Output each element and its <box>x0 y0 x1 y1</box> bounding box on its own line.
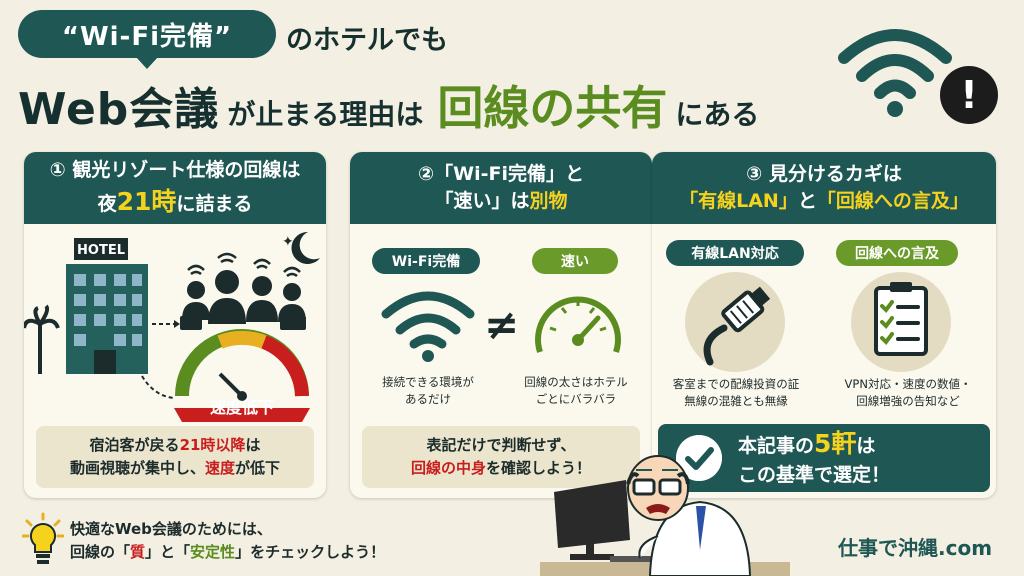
card3-title-line2: 「有線LAN」と「回線への言及」 <box>652 188 996 215</box>
t2a: 夜 <box>97 192 117 215</box>
selection-text: 本記事の5軒は この基準で選定！ <box>738 426 890 490</box>
t2b-21ji: 21時 <box>116 186 177 216</box>
speedometer-icon <box>535 296 621 353</box>
badge-wifi: Wi-Fi完備 <box>372 248 480 274</box>
headline-suffix: にある <box>675 98 760 131</box>
cap1a: 接続できる環境が <box>382 375 474 389</box>
l2c: 」と「 <box>145 543 191 562</box>
check-icon <box>676 435 722 481</box>
not-equal-sign: ≠ <box>484 300 520 349</box>
cap1a: 客室までの配線投資の証 <box>672 377 800 391</box>
card-wifi-vs-fast: ②「Wi-Fi完備」と 「速い」は別物 Wi-Fi完備 速い ≠ 接続できる環境… <box>350 152 652 498</box>
card2-note-line2: 回線の中身を確認しよう！ <box>362 457 640 480</box>
badge-fast: 速い <box>532 248 618 274</box>
card-resort-line: ① 観光リゾート仕様の回線は 夜21時に詰まる HOTEL ✦ <box>24 152 326 498</box>
headline-reason: が止まる理由は <box>227 98 424 131</box>
n2c: が低下 <box>235 459 281 477</box>
card3-title-line1: ③ 見分けるカギは <box>746 163 902 186</box>
box1b-5ken: 5軒 <box>814 429 857 459</box>
card2-note-line1: 表記だけで判断せず、 <box>426 435 576 454</box>
brand-logo-text: 仕事で沖縄.com <box>838 536 993 560</box>
card1-note: 宿泊客が戻る21時以降は 動画視聴が集中し、速度が低下 <box>36 426 314 488</box>
guests-icon <box>180 270 306 330</box>
headline: Web会議 が止まる理由は 回線の共有 にある <box>18 72 767 135</box>
l2a: 回線の「 <box>70 543 131 562</box>
cap1b: 無線の混雑とも無縁 <box>684 394 788 409</box>
card1-title-line1: ① 観光リゾート仕様の回線は <box>49 159 301 182</box>
palm-tree-icon <box>24 304 60 374</box>
cap1b: あるだけ <box>405 392 451 407</box>
light-bulb-icon <box>22 512 64 564</box>
card1-header: ① 観光リゾート仕様の回線は 夜21時に詰まる <box>24 152 326 224</box>
lan-cable-icon <box>685 272 785 372</box>
moon-icon <box>291 231 320 264</box>
wifi-small-icons <box>187 252 301 278</box>
star-icon: ✦ <box>282 234 294 250</box>
card3-header: ③ 見分けるカギは 「有線LAN」と「回線への言及」 <box>652 152 996 224</box>
cap2b: ごとにバラバラ <box>535 392 617 407</box>
pill-text: “Wi-Fi完備” <box>61 21 233 52</box>
frustrated-worker-illustration <box>540 455 790 576</box>
n2a: 動画視聴が集中し、 <box>69 459 205 477</box>
n2b: を確認しよう！ <box>486 459 592 477</box>
t2b: と <box>797 190 817 212</box>
subtitle: のホテルでも <box>286 25 448 56</box>
t2b-betsumono: 別物 <box>529 190 568 212</box>
speed-gauge-icon <box>175 329 309 401</box>
card2-header: ②「Wi-Fi完備」と 「速い」は別物 <box>350 152 652 224</box>
footer-message: 快適なWeb会議のためには、 回線の「質」と「安定性」をチェックしよう！ <box>70 518 385 565</box>
speed-down-label: 速度低下 <box>209 398 274 417</box>
speed-ribbon <box>174 408 310 422</box>
hotel-illustration: HOTEL ✦ <box>24 231 320 422</box>
selection-line2: この基準で選定！ <box>738 464 891 487</box>
checklist-icon <box>851 272 951 372</box>
caption-wifi: 接続できる環境があるだけ <box>358 374 498 409</box>
alert-icon: ! <box>940 66 998 124</box>
caption-wired-lan: 客室までの配線投資の証無線の混雑とも無縁 <box>656 376 816 411</box>
badge-wired-lan: 有線LAN対応 <box>666 240 804 266</box>
card1-title-line2: 夜21時に詰まる <box>24 184 326 219</box>
t2c: に詰まる <box>176 192 253 215</box>
badge-line-mention: 回線への言及 <box>836 240 958 266</box>
selection-box: 本記事の5軒は この基準で選定！ <box>658 424 990 492</box>
selection-line1: 本記事の5軒は <box>738 426 890 462</box>
wifi-icon-large <box>381 291 475 362</box>
card-key-points: ③ 見分けるカギは 「有線LAN」と「回線への言及」 有線LAN対応 回線への言… <box>652 152 996 498</box>
caption-line-mention: VPN対応・速度の数値・回線増強の告知など <box>824 376 992 411</box>
wifi-icon <box>838 29 952 117</box>
card2-note: 表記だけで判断せず、 回線の中身を確認しよう！ <box>362 426 640 488</box>
headline-line-sharing: 回線の共有 <box>437 81 668 135</box>
cap2a: VPN対応・速度の数値・ <box>844 377 972 391</box>
headline-web-meeting: Web会議 <box>18 84 220 135</box>
cap2a: 回線の太さはホテル <box>524 375 628 389</box>
card1-note-line1: 宿泊客が戻る21時以降は <box>36 434 314 457</box>
footer-line1: 快適なWeb会議のためには、 <box>70 520 272 538</box>
n2a: 回線の中身 <box>410 459 486 477</box>
n1a: 宿泊客が戻る <box>89 435 180 454</box>
title-pill: “Wi-Fi完備” <box>18 10 276 69</box>
cap2b: 回線増強の告知など <box>856 394 960 409</box>
t2a: 「速い」は <box>434 190 530 212</box>
box1c: は <box>856 435 876 458</box>
t2a: 「有線LAN」 <box>679 190 798 212</box>
box1a: 本記事の <box>738 435 815 458</box>
n1c: は <box>245 435 261 454</box>
l2b-quality: 質 <box>130 543 146 562</box>
n1b: 21時以降 <box>179 435 246 454</box>
card1-note-line2: 動画視聴が集中し、速度が低下 <box>36 457 314 480</box>
card2-title-line1: ②「Wi-Fi完備」と <box>418 163 584 186</box>
hotel-building-icon <box>66 238 148 374</box>
footer-line2: 回線の「質」と「安定性」をチェックしよう！ <box>70 541 385 564</box>
hotel-sign: HOTEL <box>77 243 125 258</box>
t2c: 「回線への言及」 <box>816 190 969 212</box>
l2d-stability: 安定性 <box>190 543 236 562</box>
card2-title-line2: 「速い」は別物 <box>350 188 652 215</box>
n2b: 速度 <box>204 459 235 477</box>
l2e: 」をチェックしよう！ <box>235 543 386 562</box>
caption-fast: 回線の太さはホテルごとにバラバラ <box>504 374 648 409</box>
